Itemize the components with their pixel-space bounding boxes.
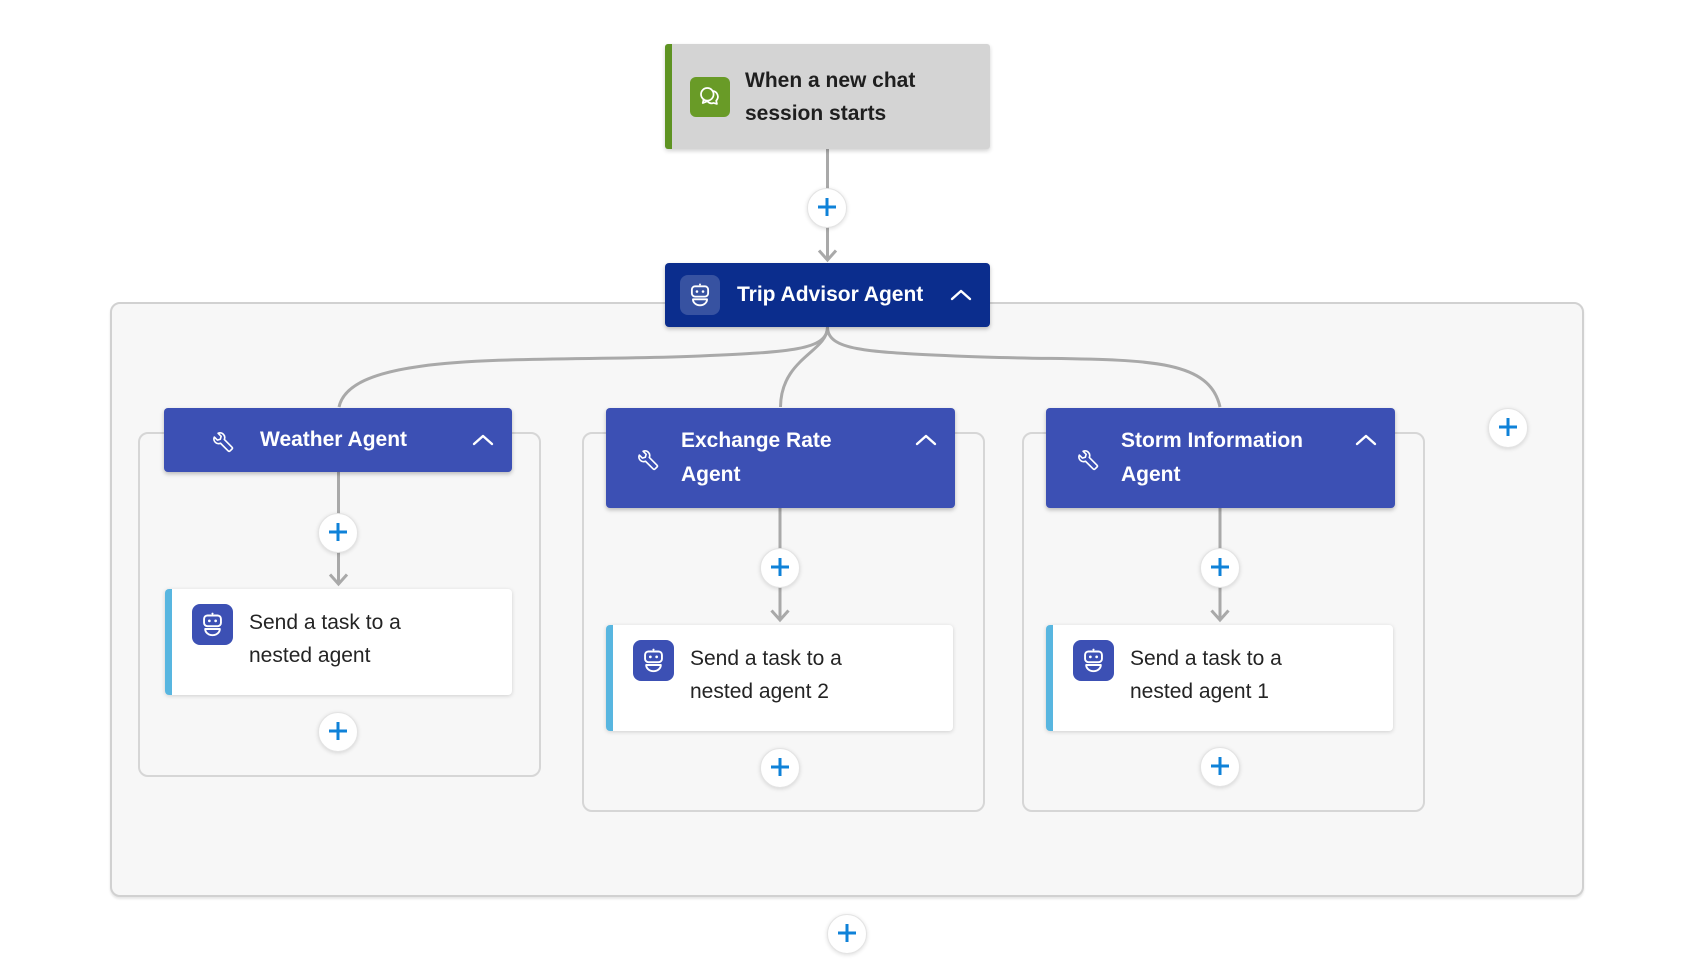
plus-icon	[836, 922, 858, 947]
insert-step-plus-button-after-trigger[interactable]	[807, 188, 847, 228]
exchange-action-title: Send a task to a nested agent 2	[690, 647, 842, 703]
wrench-icon	[210, 427, 236, 453]
chevron-up-icon	[915, 434, 937, 449]
arrowhead-trigger-to-root	[817, 249, 838, 263]
storm-information-agent-card[interactable]: Storm Information Agent	[1046, 408, 1395, 508]
weather-agent-collapse-chevron[interactable]	[468, 430, 498, 450]
plus-icon	[327, 521, 349, 546]
arrowhead-exchange-to-action	[770, 609, 790, 623]
exchange-rate-agent-title: Exchange Rate Agent	[681, 429, 832, 486]
arrowhead-weather-to-action	[328, 573, 349, 587]
root-agent-title: Trip Advisor Agent	[737, 283, 924, 306]
chevron-up-icon	[950, 289, 972, 304]
weather-send-task-action-card[interactable]: Send a task to a nested agent	[165, 589, 512, 695]
storm-action-title: Send a task to a nested agent 1	[1130, 647, 1282, 703]
trigger-card[interactable]: When a new chat session starts	[665, 44, 990, 149]
connector-root-to-storm	[826, 326, 1222, 408]
storm-information-agent-title: Storm Information Agent	[1121, 429, 1303, 486]
action-accent-bar	[1046, 625, 1053, 731]
insert-step-plus-button-storm[interactable]	[1200, 548, 1240, 588]
exchange-rate-agent-card[interactable]: Exchange Rate Agent	[606, 408, 955, 508]
plus-icon	[1497, 416, 1519, 441]
action-accent-bar	[606, 625, 613, 731]
weather-agent-title: Weather Agent	[260, 428, 408, 451]
exchange-send-task-action-card[interactable]: Send a task to a nested agent 2	[606, 625, 953, 731]
plus-icon	[769, 756, 791, 781]
add-action-plus-button-storm[interactable]	[1200, 747, 1240, 787]
insert-step-plus-button-weather[interactable]	[318, 513, 358, 553]
wrench-icon	[635, 445, 661, 471]
add-branch-plus-button[interactable]	[1488, 408, 1528, 448]
trigger-title: When a new chat session starts	[745, 68, 916, 125]
weather-action-title: Send a task to a nested agent	[249, 611, 401, 667]
arrowhead-storm-to-action	[1210, 609, 1230, 623]
wrench-icon	[1075, 445, 1101, 471]
chevron-up-icon	[472, 434, 494, 449]
robot-icon	[192, 604, 233, 645]
connector-root-to-weather	[337, 326, 829, 408]
insert-step-plus-button-after-scope[interactable]	[827, 914, 867, 954]
connector-root-to-exchange	[779, 326, 829, 408]
add-action-plus-button-weather[interactable]	[318, 712, 358, 752]
insert-step-plus-button-exchange[interactable]	[760, 548, 800, 588]
plus-icon	[816, 196, 838, 221]
chevron-up-icon	[1355, 434, 1377, 449]
root-agent-card[interactable]: Trip Advisor Agent	[665, 263, 990, 327]
trigger-accent-bar	[665, 44, 672, 149]
add-action-plus-button-exchange[interactable]	[760, 748, 800, 788]
weather-agent-card[interactable]: Weather Agent	[164, 408, 512, 472]
chat-bubbles-icon	[690, 76, 730, 117]
action-accent-bar	[165, 589, 172, 695]
plus-icon	[1209, 755, 1231, 780]
robot-icon	[680, 275, 720, 315]
plus-icon	[327, 720, 349, 745]
storm-send-task-action-card[interactable]: Send a task to a nested agent 1	[1046, 625, 1393, 731]
plus-icon	[1209, 556, 1231, 581]
robot-icon	[1073, 640, 1114, 681]
robot-icon	[633, 640, 674, 681]
storm-information-agent-collapse-chevron[interactable]	[1351, 430, 1381, 450]
exchange-rate-agent-collapse-chevron[interactable]	[911, 430, 941, 450]
plus-icon	[769, 556, 791, 581]
root-agent-collapse-chevron[interactable]	[946, 285, 976, 305]
